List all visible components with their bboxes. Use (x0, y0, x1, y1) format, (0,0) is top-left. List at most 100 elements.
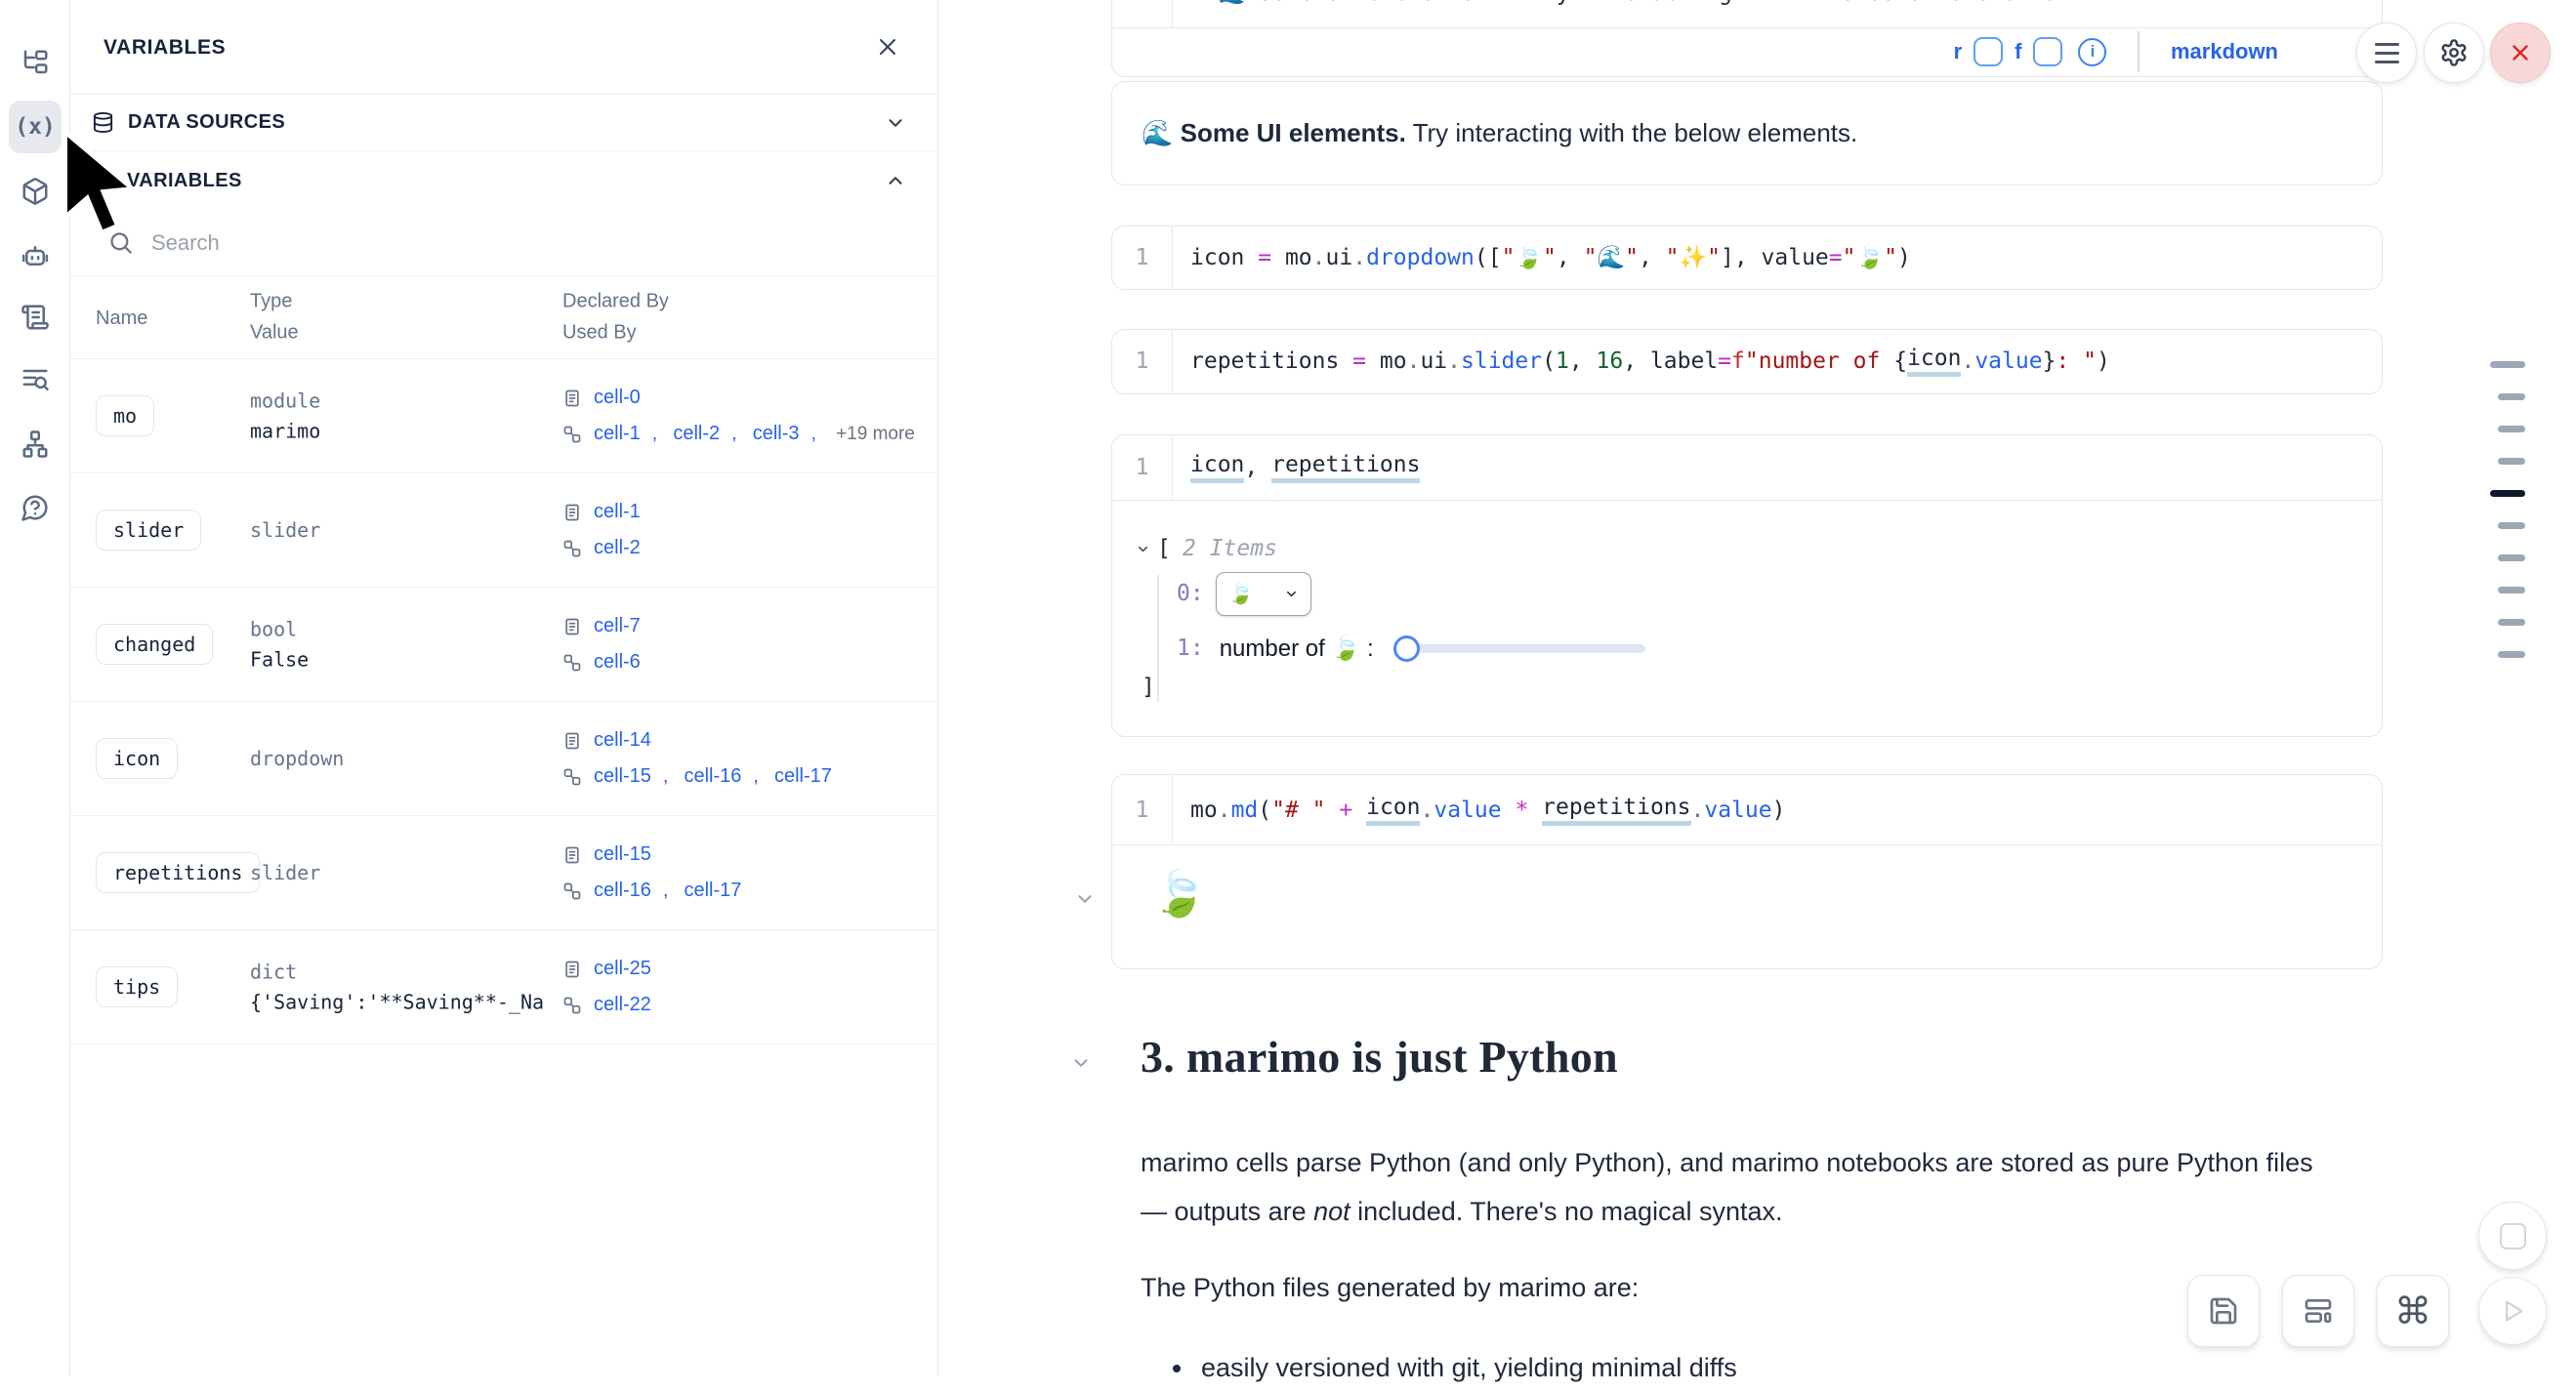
minimap-marker[interactable] (2498, 393, 2525, 400)
code-line[interactable]: repetitions = mo.ui.slider(1, 16, label=… (1173, 330, 2110, 392)
dropdown-select[interactable]: 🍃 (1215, 571, 1311, 616)
cell-link[interactable]: cell-0 (594, 387, 641, 408)
cell-dropdown-code[interactable]: 1 icon = mo.ui.dropdown(["🍃", "🌊", "✨"],… (1111, 225, 2383, 290)
section-label: DATA SOURCES (128, 111, 286, 133)
minimap-marker[interactable] (2490, 361, 2525, 368)
section-data-sources[interactable]: DATA SOURCES (70, 95, 937, 151)
minimap-marker[interactable] (2498, 587, 2525, 594)
used-by-icon (562, 881, 582, 901)
bracket-open: [ (1157, 536, 1171, 561)
cell-link[interactable]: cell-16 (684, 765, 742, 787)
minimap-marker[interactable] (2498, 651, 2525, 658)
shutdown-button[interactable] (2490, 22, 2551, 83)
sidebar-item-snippets[interactable] (9, 291, 62, 344)
sidebar-item-logs[interactable] (9, 354, 62, 407)
line-number: 1 (1112, 0, 1173, 27)
cell-link[interactable]: cell-2 (594, 537, 641, 558)
layout-button[interactable] (2282, 1275, 2354, 1347)
sidebar-item-variables[interactable]: (x) (9, 101, 62, 153)
slider-label: number of 🍃 : (1219, 635, 1374, 662)
dependency-graph-icon (21, 430, 50, 459)
variable-name-badge[interactable]: changed (96, 624, 214, 665)
cell-link[interactable]: cell-6 (594, 651, 641, 673)
used-by-icon (562, 767, 582, 787)
language-mode-label[interactable]: markdown (2170, 39, 2278, 63)
slider-thumb[interactable] (1392, 635, 1420, 662)
stop-button[interactable] (2478, 1202, 2547, 1270)
cell-link[interactable]: cell-1 (594, 501, 641, 522)
run-checkbox[interactable] (1974, 37, 2004, 66)
minimap-marker[interactable] (2498, 426, 2525, 432)
sidebar-item-ai[interactable] (9, 229, 62, 282)
variable-name-badge[interactable]: mo (96, 395, 155, 436)
run-button[interactable] (2478, 1277, 2547, 1345)
repetitions-slider[interactable] (1392, 635, 1645, 662)
collapse-chevron-icon[interactable] (1074, 888, 1096, 910)
minimap-marker[interactable] (2498, 619, 2525, 626)
used-by-icon (562, 425, 582, 444)
bracket-close: ] (1142, 675, 1155, 700)
variable-name-badge[interactable]: tips (96, 966, 179, 1007)
code-line[interactable]: mo.md("# " + icon.value * repetitions.va… (1173, 775, 1785, 844)
cell-link[interactable]: cell-16 (594, 880, 651, 901)
minimap-marker[interactable] (2498, 522, 2525, 529)
menu-button[interactable] (2356, 22, 2417, 83)
cell-link[interactable]: cell-1 (594, 423, 641, 444)
sidebar-item-dependencies[interactable] (9, 418, 62, 471)
sidebar-item-packages[interactable] (9, 165, 62, 218)
packages-icon (21, 177, 50, 206)
bullet-list: easily versioned with git, yielding mini… (1141, 1343, 2344, 1392)
settings-button[interactable] (2424, 22, 2484, 83)
variable-name-badge[interactable]: repetitions (96, 852, 261, 893)
cell-tuple-output[interactable]: 1 icon, repetitions [ 2 Items 0: 🍃 1: nu… (1111, 434, 2383, 737)
file-tree-icon (21, 48, 50, 77)
cell-md-leaf[interactable]: 1 mo.md("# " + icon.value * repetitions.… (1111, 774, 2383, 969)
cell-link[interactable]: cell-7 (594, 615, 641, 636)
command-icon: ⌘ (2394, 1290, 2431, 1332)
code-line[interactable]: icon = mo.ui.dropdown(["🍃", "🌊", "✨"], v… (1190, 244, 1911, 271)
variable-name-badge[interactable]: slider (96, 510, 202, 551)
hamburger-icon (2374, 42, 2399, 63)
cell-link[interactable]: cell-14 (594, 729, 651, 751)
sidebar-item-help[interactable] (9, 481, 62, 534)
index-label: 1: (1177, 635, 1204, 661)
toolbar-divider (2138, 31, 2140, 72)
collapse-chevron-icon[interactable] (1136, 542, 1150, 556)
minimap-marker[interactable] (2498, 554, 2525, 561)
slider-track[interactable] (1392, 643, 1645, 653)
code-line[interactable]: icon, repetitions (1173, 435, 1421, 500)
minimap-marker-active[interactable] (2490, 490, 2525, 497)
layout-icon (2303, 1295, 2334, 1327)
cell-link[interactable]: cell-15 (594, 765, 651, 787)
cell-link[interactable]: cell-15 (594, 843, 651, 865)
sidebar-item-file-tree[interactable] (9, 36, 62, 89)
info-icon[interactable]: i (2078, 37, 2107, 66)
format-checkbox[interactable] (2033, 37, 2063, 66)
cell-toolbar: r f i markdown (1112, 28, 2382, 75)
more-cells-label[interactable]: +19 more (836, 423, 915, 444)
cell-link[interactable]: cell-25 (594, 958, 651, 979)
variable-name-badge[interactable]: icon (96, 738, 179, 779)
cell-link[interactable]: cell-17 (773, 765, 832, 787)
cell-slider-code[interactable]: 1 repetitions = mo.ui.slider(1, 16, labe… (1111, 329, 2383, 394)
collapse-chevron-icon[interactable] (1070, 1052, 1092, 1074)
cell-link[interactable]: cell-22 (594, 994, 651, 1015)
cell-link[interactable]: cell-2 (673, 423, 721, 444)
code-line[interactable]: **🌊 Some UI elements.** Try interacting … (1173, 0, 2070, 27)
logs-icon (21, 366, 50, 395)
section-heading: 3. marimo is just Python (1141, 1032, 1618, 1082)
variables-icon: (x) (15, 114, 56, 140)
cell-link[interactable]: cell-17 (684, 880, 742, 901)
save-button[interactable] (2187, 1275, 2260, 1347)
list-item: easily versioned with git, yielding mini… (1195, 1343, 2344, 1392)
search-input[interactable] (151, 229, 737, 256)
cell-markdown-source[interactable]: 1 **🌊 Some UI elements.** Try interactin… (1111, 0, 2383, 77)
section-variables[interactable]: (x) VARIABLES (70, 151, 937, 210)
cell-link[interactable]: cell-3 (752, 423, 800, 444)
command-palette-button[interactable]: ⌘ (2377, 1275, 2449, 1347)
minimap-marker[interactable] (2498, 458, 2525, 465)
close-icon[interactable] (873, 32, 902, 61)
